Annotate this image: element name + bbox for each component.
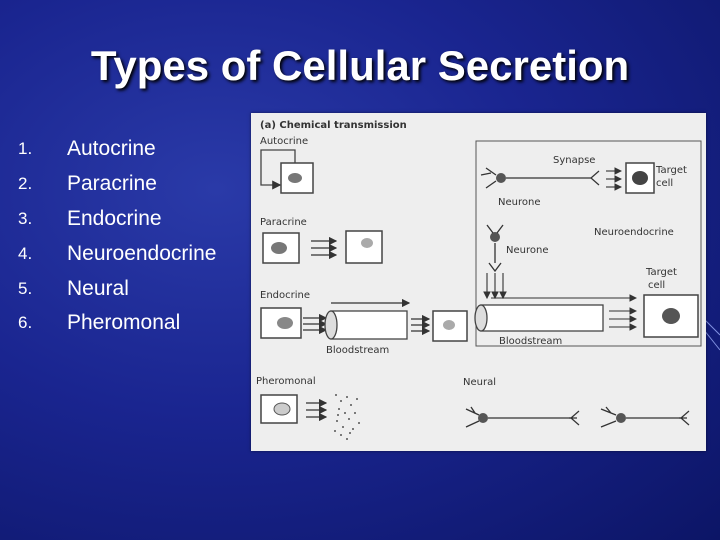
label-endocrine: Endocrine bbox=[260, 290, 310, 301]
list-number: 4. bbox=[18, 243, 33, 263]
list-item: 5. Neural bbox=[18, 271, 216, 306]
list-item: 4. Neuroendocrine bbox=[18, 236, 216, 271]
neurone-synapse bbox=[480, 162, 655, 194]
endocrine-pathway bbox=[260, 298, 468, 342]
list-item: 2. Paracrine bbox=[18, 167, 216, 202]
label-bloodstream-1: Bloodstream bbox=[326, 345, 389, 356]
neural-neurones bbox=[465, 406, 690, 428]
label-target-cell-2-line-2: cell bbox=[648, 280, 665, 291]
list-item: 6. Pheromonal bbox=[18, 306, 216, 341]
list-label: Pheromonal bbox=[67, 311, 181, 335]
label-synapse: Synapse bbox=[553, 155, 595, 166]
label-neurone-1: Neurone bbox=[498, 197, 540, 208]
autocrine-cell bbox=[260, 149, 314, 194]
label-neural: Neural bbox=[463, 377, 496, 388]
label-neurone-2: Neurone bbox=[506, 245, 548, 256]
list-number: 3. bbox=[18, 208, 33, 228]
neuroendocrine-bloodstream bbox=[474, 294, 699, 338]
chemical-transmission-figure: (a) Chemical transmission Autocrine Para… bbox=[251, 113, 706, 451]
list-item: 3. Endocrine bbox=[18, 202, 216, 237]
label-target-cell-2-line-1: Target bbox=[645, 267, 677, 278]
secretion-type-list: 1. Autocrine 2. Paracrine 3. Endocrine 4. Ne… bbox=[18, 132, 216, 341]
pheromonal-cell bbox=[260, 394, 360, 440]
figure-heading: (a) Chemical transmission bbox=[260, 120, 407, 131]
figure-diagram: (a) Chemical transmission Autocrine Para… bbox=[256, 120, 702, 440]
list-label: Neuroendocrine bbox=[67, 241, 217, 265]
list-number: 5. bbox=[18, 278, 33, 298]
list-label: Neural bbox=[67, 276, 129, 300]
slide-title: Types of Cellular Secretion bbox=[90, 42, 630, 89]
label-target-cell-1-line-1: Target bbox=[655, 165, 687, 176]
label-paracrine: Paracrine bbox=[260, 217, 307, 228]
list-number: 2. bbox=[18, 174, 33, 194]
label-neuroendocrine: Neuroendocrine bbox=[594, 227, 674, 238]
neuroendocrine-neurone bbox=[483, 224, 507, 300]
label-autocrine: Autocrine bbox=[260, 136, 308, 147]
paracrine-cells bbox=[262, 230, 383, 264]
list-number: 6. bbox=[18, 313, 33, 333]
list-item: 1. Autocrine bbox=[18, 132, 216, 167]
list-number: 1. bbox=[18, 139, 33, 159]
list-label: Autocrine bbox=[67, 137, 156, 161]
label-pheromonal: Pheromonal bbox=[256, 376, 316, 387]
list-label: Endocrine bbox=[67, 206, 162, 230]
list-label: Paracrine bbox=[67, 172, 157, 196]
label-bloodstream-2: Bloodstream bbox=[499, 336, 562, 347]
label-target-cell-1-line-2: cell bbox=[656, 178, 673, 189]
